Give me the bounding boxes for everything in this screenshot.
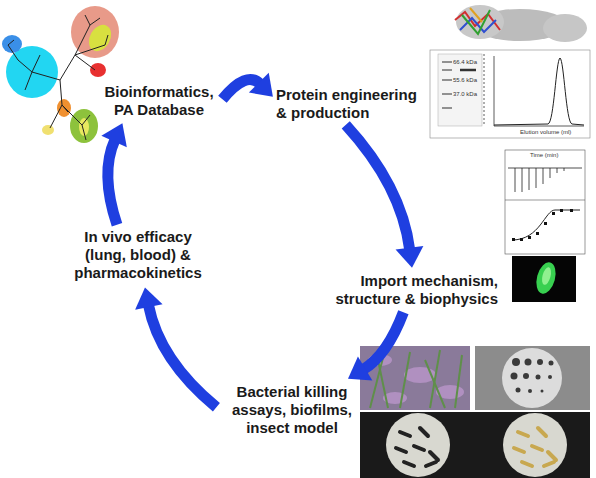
itc-plot: [505, 150, 585, 254]
arrow-shaft: [108, 140, 117, 225]
cycle-arrow: [348, 312, 403, 380]
assay-photos: [360, 346, 590, 478]
stage-text: Bioinformatics, PA Database: [98, 83, 220, 119]
arrow-shaft: [363, 312, 403, 369]
arrow-head: [249, 73, 273, 97]
arrow-head: [348, 356, 372, 380]
cycle-arrow: [222, 73, 272, 99]
cycle-arrow: [346, 125, 424, 268]
cycle-arrow: [135, 287, 216, 407]
axis-label: 37.0 kDa: [453, 91, 477, 98]
arrow-shaft: [346, 125, 410, 250]
axis-label: 66.4 kDa: [453, 59, 477, 66]
axis-label: 55.6 kDa: [453, 77, 477, 84]
stage-text: Import mechanism, structure & biophysics: [326, 272, 498, 308]
gel-chromatogram: [430, 50, 590, 138]
arrow-head: [135, 287, 162, 309]
stage-label: Bioinformatics, PA Database: [98, 83, 220, 119]
stage-label: Protein engineering & production: [276, 86, 431, 122]
stage-text: In vivo efficacy (lung, blood) & pharmac…: [68, 228, 208, 282]
arrow-head: [396, 246, 424, 268]
arrow-shaft: [148, 305, 216, 407]
stage-label: Bacterial killing assays, biofilms, inse…: [222, 383, 362, 437]
axis-label: Time (min): [530, 152, 558, 159]
stage-label: Import mechanism, structure & biophysics: [326, 272, 498, 308]
stage-label: In vivo efficacy (lung, blood) & pharmac…: [68, 228, 208, 282]
stage-text: Protein engineering & production: [276, 86, 431, 122]
arrow-head: [101, 123, 126, 147]
arrow-shaft: [222, 79, 260, 99]
protein-structure: [455, 5, 587, 42]
microscopy-image: [512, 256, 576, 302]
cycle-arrow: [101, 123, 126, 224]
axis-label: Elution volume (ml): [520, 129, 571, 136]
stage-text: Bacterial killing assays, biofilms, inse…: [222, 383, 362, 437]
phylogenetic-tree: [2, 6, 119, 143]
